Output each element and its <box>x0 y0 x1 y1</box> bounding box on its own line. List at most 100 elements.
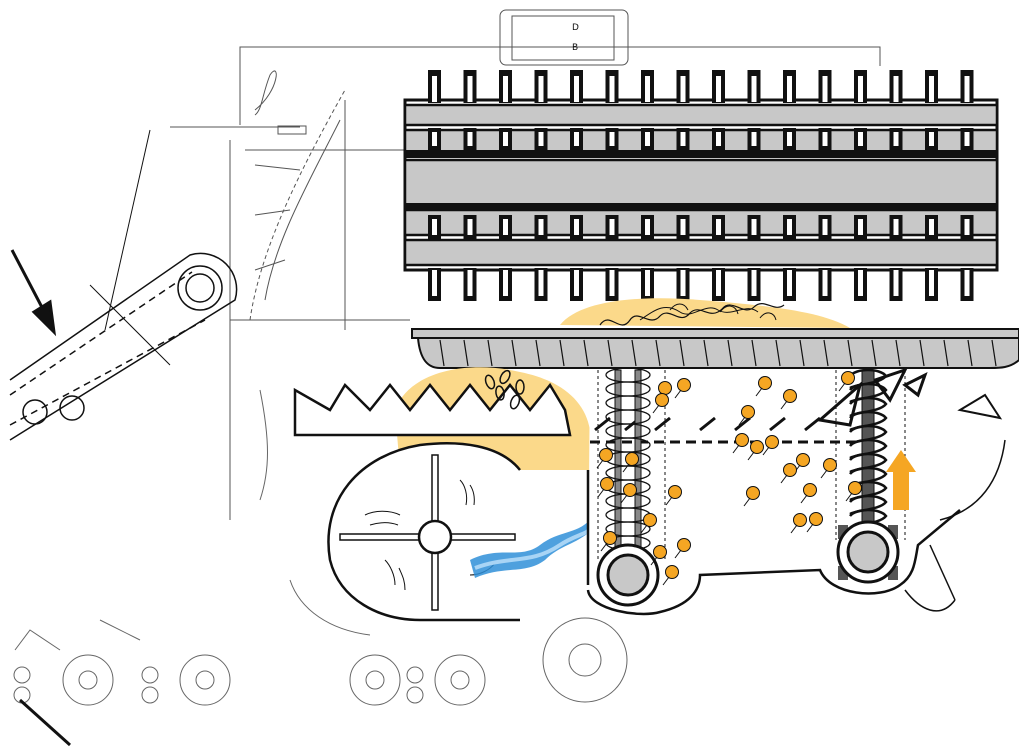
drum-tooth-slot <box>964 76 970 102</box>
drum-bar-slot <box>858 219 863 235</box>
concave-rib <box>919 339 925 367</box>
drum-bar-slot <box>609 132 615 146</box>
drum-rail <box>405 150 997 158</box>
tailings-return-arrow <box>886 450 916 510</box>
grain-stalk <box>650 556 658 566</box>
concave-rib <box>607 339 613 367</box>
grain-kernel <box>796 453 810 467</box>
drum-bar-slot <box>822 132 828 146</box>
drum-tooth-slot <box>751 270 757 296</box>
drum-tooth-slot <box>574 76 579 102</box>
concave-rib <box>751 339 757 367</box>
threshing-drum <box>403 70 999 301</box>
grain-stalk <box>762 446 770 456</box>
concave-bar <box>411 328 1019 339</box>
concave-rib <box>535 339 541 367</box>
drum-bar-slot <box>503 132 508 146</box>
drum-bar-slot <box>716 219 721 235</box>
drum-bar-slot <box>680 132 686 146</box>
drum-bar-slot <box>751 219 757 235</box>
grain-kernel <box>677 538 691 552</box>
feed-arrow <box>10 249 57 337</box>
drum-bar-slot <box>929 219 934 235</box>
grain-kernel <box>599 448 613 462</box>
drum-tooth-slot <box>893 270 899 296</box>
grain-stalk <box>732 444 740 454</box>
grain-kernel <box>793 513 807 527</box>
concave-rib <box>631 339 637 367</box>
tailings-auger <box>836 368 900 584</box>
drum-tooth-slot <box>467 76 473 102</box>
grain-kernel <box>643 513 657 527</box>
grain-kernel <box>603 531 617 545</box>
drum-tooth-slot <box>680 270 686 296</box>
grain-stalk <box>596 459 604 469</box>
chaff-grain <box>495 385 505 401</box>
grain-kernel <box>803 483 817 497</box>
straw-mass <box>560 298 850 328</box>
drum-band <box>403 238 999 267</box>
drum-tooth-slot <box>680 76 686 102</box>
air-flow-highlight <box>474 526 594 570</box>
drum-tooth-slot <box>467 270 473 296</box>
grain-stalk <box>662 576 670 586</box>
grain-kernels <box>596 371 862 586</box>
drum-tooth-slot <box>538 270 544 296</box>
concave <box>411 328 1019 369</box>
right-sketch <box>904 393 1006 612</box>
grain-kernel <box>809 512 823 526</box>
drum-bar-slot <box>751 132 757 146</box>
grain-stalk <box>597 488 605 498</box>
drum-bar-slot <box>432 132 437 146</box>
concave-rib <box>871 339 877 367</box>
grain-stalk <box>790 524 798 534</box>
drum-tooth-slot <box>503 76 508 102</box>
drum-bar-slot <box>787 219 792 235</box>
grain-kernel <box>750 440 764 454</box>
drum-bar-slot <box>645 219 650 235</box>
drum-tooth-slot <box>574 270 579 296</box>
drum-bar-slot <box>538 219 544 235</box>
concave-rib <box>967 339 973 367</box>
drum-tooth-slot <box>751 76 757 102</box>
grain-stalk <box>780 474 788 484</box>
grain-stalk <box>640 524 648 534</box>
concave-rib <box>679 339 685 367</box>
drum-bar-slot <box>716 132 721 146</box>
drum-tooth-slot <box>929 270 934 296</box>
grain-stalk <box>820 469 828 479</box>
chaff-grain <box>509 394 521 410</box>
drum-bar-slot <box>609 219 615 235</box>
concave-rib <box>775 339 781 367</box>
track-wheels <box>13 389 628 747</box>
chaff-grain <box>515 379 525 395</box>
background-sketch <box>9 9 881 747</box>
drum-bar-slot <box>645 132 650 146</box>
drum-bar-slot <box>858 132 863 146</box>
box-label-top: D <box>572 23 579 33</box>
drum-tooth-slot <box>822 270 828 296</box>
feeder-conveyor <box>9 129 238 441</box>
concave-rib <box>439 339 445 367</box>
drum-rail <box>405 203 997 211</box>
grain-stalk <box>800 494 808 504</box>
grain-kernel <box>765 435 779 449</box>
grain-stalk <box>747 451 755 461</box>
drum-bar-slot <box>574 219 579 235</box>
chaff-grains <box>484 369 525 410</box>
grain-kernel <box>668 485 682 499</box>
concave-rib <box>895 339 901 367</box>
drum-bar-slot <box>503 219 508 235</box>
drum-tooth-slot <box>432 270 437 296</box>
concave-rib <box>487 339 493 367</box>
cleaning-section <box>293 367 594 622</box>
chaff-grain <box>484 374 496 390</box>
concave-rib <box>511 339 517 367</box>
box-label-bottom: B <box>572 43 578 53</box>
drum-tooth-slot <box>503 270 508 296</box>
concave-rib <box>847 339 853 367</box>
grain-kernel <box>665 565 679 579</box>
drum-band <box>403 158 999 207</box>
grain-stalk <box>743 497 751 507</box>
